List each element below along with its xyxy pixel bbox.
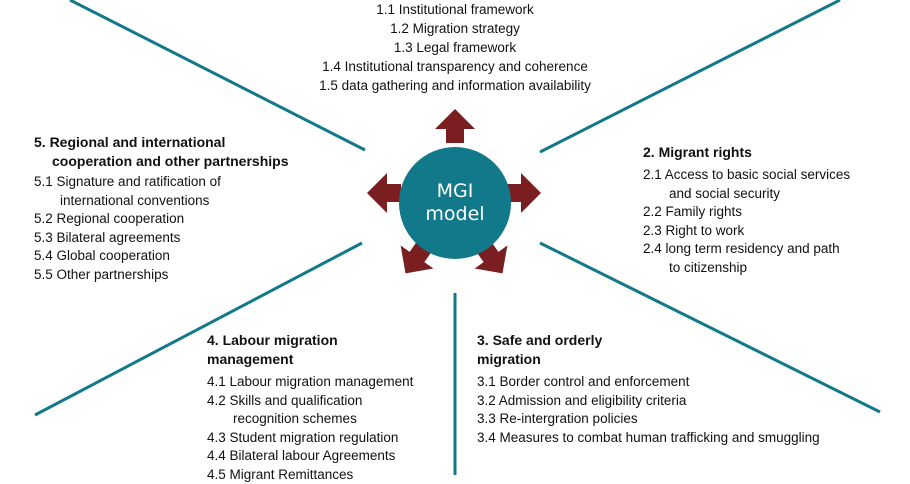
dimension-3-title-line1: 3. Safe and orderly: [477, 331, 820, 350]
dimension-4-title-line2: management: [207, 350, 413, 369]
dimension-4-item: recognition schemes: [207, 410, 413, 429]
hub-label-line1: MGI: [437, 180, 474, 203]
dimension-1-item: 1.4 Institutional transparency and coher…: [250, 57, 660, 76]
arrow-left: [367, 173, 401, 213]
dimension-4-block: 4. Labour migration management 4.1 Labou…: [207, 331, 413, 484]
dimension-5-title-line1: 5. Regional and international: [34, 133, 288, 152]
arrow-up: [435, 109, 475, 143]
dimension-1-item: 1.2 Migration strategy: [250, 19, 660, 38]
dimension-4-item: 4.2 Skills and qualification: [207, 392, 413, 411]
dimension-5-item: international conventions: [34, 192, 288, 211]
dimension-5-item: 5.2 Regional cooperation: [34, 210, 288, 229]
dimension-5-item: 5.3 Bilateral agreements: [34, 229, 288, 248]
dimension-3-item: 3.3 Re-intergration policies: [477, 410, 820, 429]
dimension-4-item: 4.4 Bilateral labour Agreements: [207, 447, 413, 466]
arrow-right: [507, 173, 541, 213]
dimension-3-item: 3.4 Measures to combat human trafficking…: [477, 429, 820, 448]
dimension-2-title: 2. Migrant rights: [643, 143, 850, 162]
dimension-1-item: 1.5 data gathering and information avail…: [250, 76, 660, 95]
dimension-2-item: 2.1 Access to basic social services: [643, 166, 850, 185]
dimension-4-item: 4.3 Student migration regulation: [207, 429, 413, 448]
dimension-3-title-line2: migration: [477, 350, 820, 369]
dimension-5-item: 5.5 Other partnerships: [34, 266, 288, 285]
dimension-5-item: 5.1 Signature and ratification of: [34, 173, 288, 192]
dimension-1-item: 1.1 Institutional framework: [250, 0, 660, 19]
hub-label-line2: model: [425, 203, 484, 226]
dimension-3-block: 3. Safe and orderly migration 3.1 Border…: [477, 331, 820, 447]
dimension-5-title-line2: cooperation and other partnerships: [34, 152, 288, 171]
dimension-1-item: 1.3 Legal framework: [250, 38, 660, 57]
dimension-4-item: 4.1 Labour migration management: [207, 373, 413, 392]
dimension-5-block: 5. Regional and international cooperatio…: [34, 133, 288, 284]
dimension-2-item: and social security: [643, 185, 850, 204]
dimension-3-item: 3.1 Border control and enforcement: [477, 373, 820, 392]
mgi-model-hub: MGI model: [399, 147, 511, 259]
dimension-2-item: 2.2 Family rights: [643, 203, 850, 222]
dimension-2-item: 2.3 Right to work: [643, 222, 850, 241]
dimension-1-block: 1.1 Institutional framework 1.2 Migratio…: [250, 0, 660, 95]
dimension-2-item: 2.4 long term residency and path: [643, 240, 850, 259]
dimension-4-title-line1: 4. Labour migration: [207, 331, 413, 350]
dimension-5-item: 5.4 Global cooperation: [34, 247, 288, 266]
dimension-2-item: to citizenship: [643, 259, 850, 278]
dimension-3-item: 3.2 Admission and eligibility criteria: [477, 392, 820, 411]
dimension-2-block: 2. Migrant rights 2.1 Access to basic so…: [643, 143, 850, 277]
